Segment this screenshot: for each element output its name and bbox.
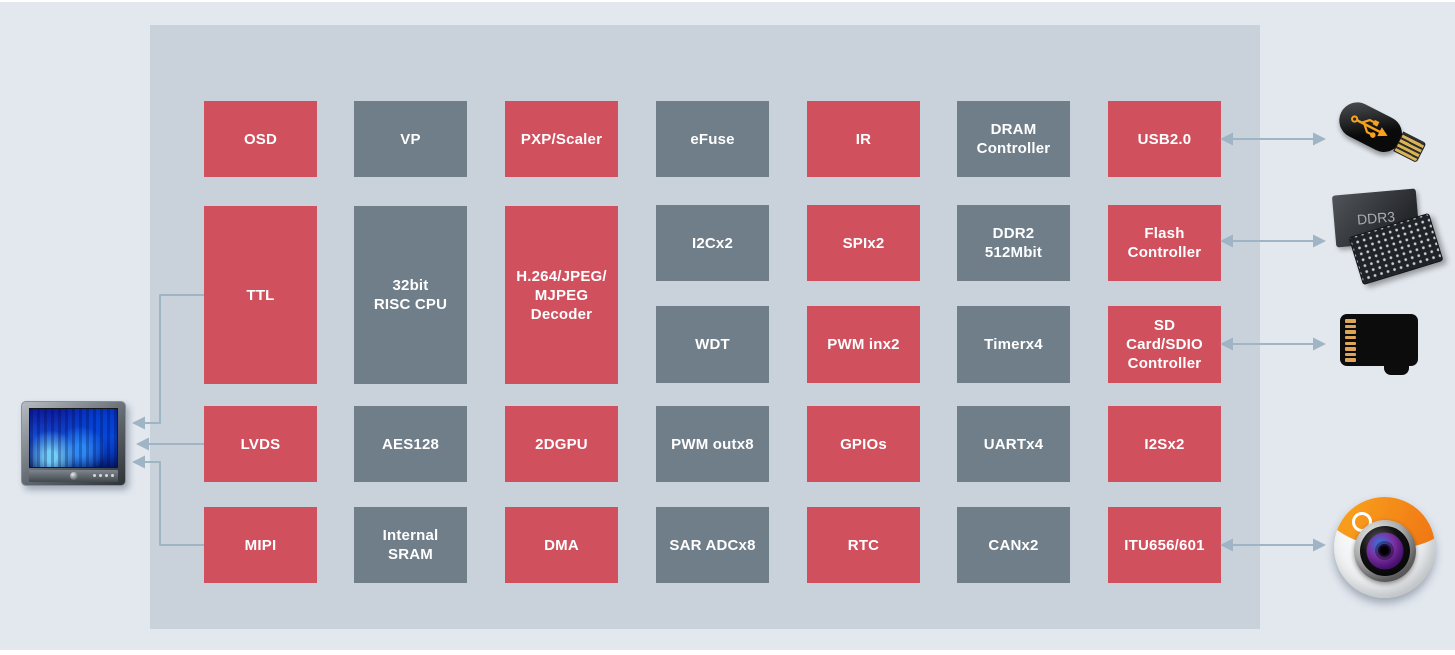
- block-spi: SPIx2: [807, 205, 920, 281]
- usb-flash-drive-icon: [1332, 96, 1442, 176]
- usb-drive-body: [1333, 96, 1409, 159]
- ddr3-memory-chips-icon: DDR3: [1330, 188, 1444, 286]
- block-aes128: AES128: [354, 406, 467, 482]
- block-flash-controller: Flash Controller: [1108, 205, 1221, 281]
- soc-chip: OSD VP PXP/Scaler eFuse IR DRAM Controller USB…: [150, 25, 1260, 629]
- block-mipi: MIPI: [204, 507, 317, 583]
- sd-card-notch: [1384, 362, 1409, 375]
- monitor-control-dots: [93, 474, 114, 477]
- block-ttl: TTL: [204, 206, 317, 384]
- block-rtc: RTC: [807, 507, 920, 583]
- block-ddr2: DDR2 512Mbit: [957, 205, 1070, 281]
- camera-icon: [1334, 497, 1435, 598]
- block-i2s: I2Sx2: [1108, 406, 1221, 482]
- block-dram-controller: DRAM Controller: [957, 101, 1070, 177]
- block-uart: UARTx4: [957, 406, 1070, 482]
- block-pwm-out: PWM outx8: [656, 406, 769, 482]
- block-gpu: 2DGPU: [505, 406, 618, 482]
- usb-trident-icon: [1350, 115, 1388, 138]
- block-ir: IR: [807, 101, 920, 177]
- sd-card-contacts: [1345, 319, 1356, 362]
- block-wdt: WDT: [656, 306, 769, 383]
- block-gpio: GPIOs: [807, 406, 920, 482]
- micro-sd-card-icon: [1340, 314, 1420, 378]
- block-can: CANx2: [957, 507, 1070, 583]
- block-timer: Timerx4: [957, 306, 1070, 383]
- block-itu: ITU656/601: [1108, 507, 1221, 583]
- block-risc-cpu: 32bit RISC CPU: [354, 206, 467, 384]
- block-lvds: LVDS: [204, 406, 317, 482]
- sd-card-body: [1340, 314, 1418, 366]
- block-decoder: H.264/JPEG/ MJPEG Decoder: [505, 206, 618, 384]
- block-i2c: I2Cx2: [656, 205, 769, 281]
- block-efuse: eFuse: [656, 101, 769, 177]
- lcd-monitor-icon: [21, 401, 126, 486]
- block-usb2: USB2.0: [1108, 101, 1221, 177]
- camera-lens: [1353, 519, 1416, 582]
- block-pwm-in: PWM inx2: [807, 306, 920, 383]
- block-vp: VP: [354, 101, 467, 177]
- block-sd-controller: SD Card/SDIO Controller: [1108, 306, 1221, 383]
- block-sram: Internal SRAM: [354, 507, 467, 583]
- monitor-bezel: [29, 470, 118, 482]
- block-osd: OSD: [204, 101, 317, 177]
- block-dma: DMA: [505, 507, 618, 583]
- block-pxp-scaler: PXP/Scaler: [505, 101, 618, 177]
- monitor-power-button: [69, 472, 78, 480]
- monitor-screen: [29, 408, 118, 468]
- block-sar-adc: SAR ADCx8: [656, 507, 769, 583]
